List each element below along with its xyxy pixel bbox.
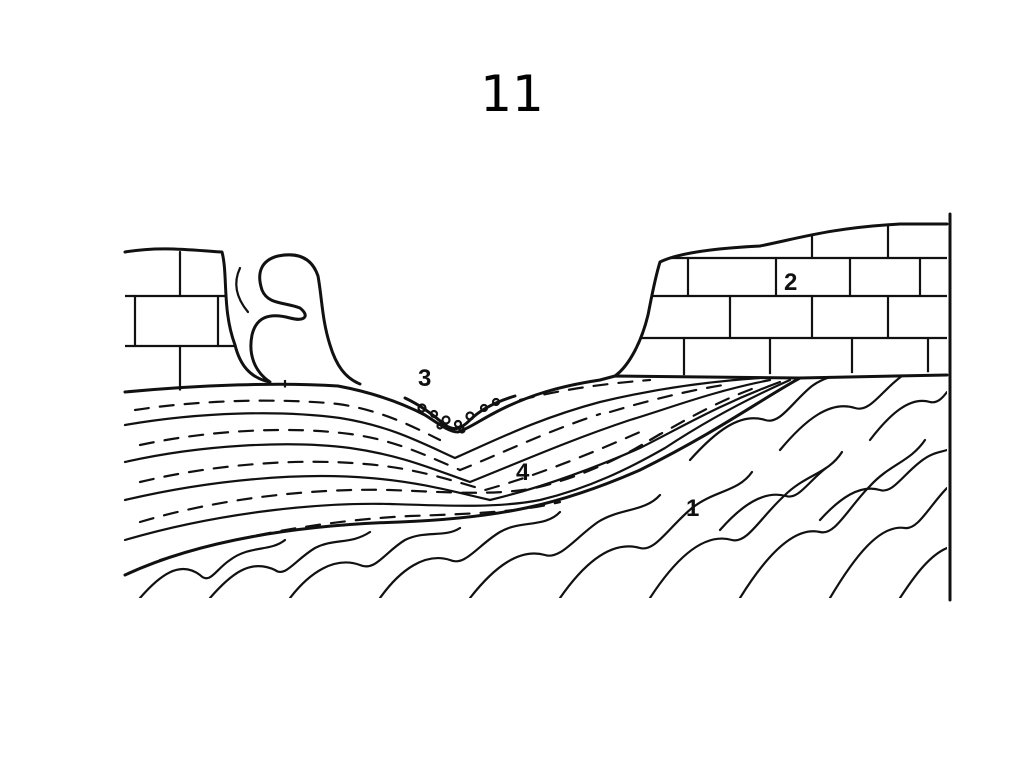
limestone-right: [613, 222, 949, 378]
label-2: 2: [784, 269, 797, 296]
gravel-deposit: [403, 394, 517, 434]
limestone-left: [123, 247, 362, 392]
label-3: 3: [418, 365, 431, 392]
slide-title: 11: [480, 65, 544, 123]
label-1: 1: [686, 495, 699, 522]
bedded-layer: [123, 373, 949, 577]
label-4: 4: [516, 459, 530, 486]
folded-basement-layer: [138, 375, 947, 598]
